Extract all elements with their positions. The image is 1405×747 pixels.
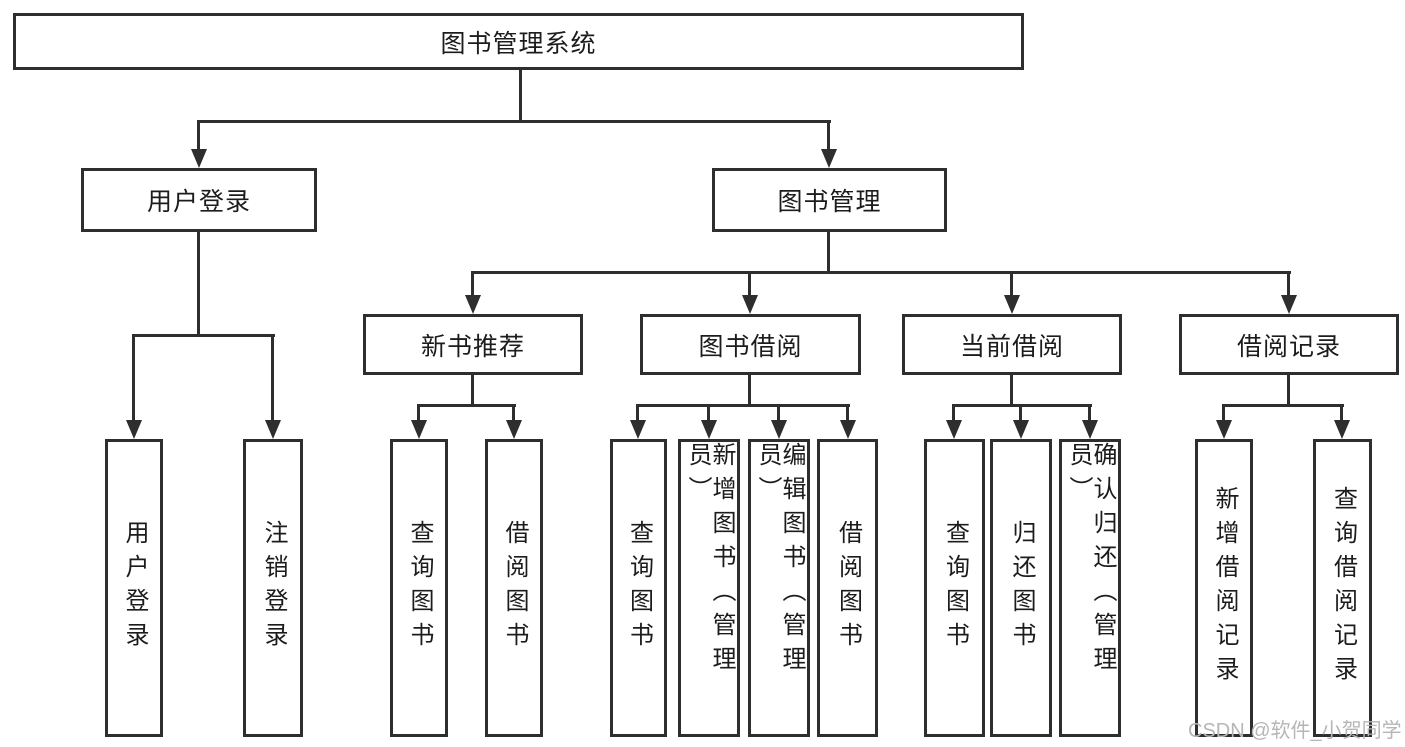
connector-line [846,404,849,422]
node-label: 新增借阅记录 [1211,486,1238,690]
arrowhead-down-icon [506,420,522,439]
leaf-confirm-return-admin: 确认归还（管理员） [1059,439,1121,737]
connector-line [777,404,780,422]
node-label: 新书推荐 [420,332,525,361]
node-label: 借阅图书 [834,520,862,656]
node-label: 图书管理系统 [440,29,597,58]
node-label: 借阅图书 [501,520,528,656]
connector-line [1222,404,1344,407]
connector-line [197,120,200,152]
node-borrowing-records: 借阅记录 [1179,314,1399,375]
node-current-borrowing: 当前借阅 [902,314,1122,375]
leaf-return-books: 归还图书 [990,439,1052,737]
connector-line [952,404,1092,407]
node-book-management: 图书管理 [712,168,947,232]
node-label: 用户登录 [146,188,251,216]
node-label: 查询图书 [406,520,433,656]
connector-line [1010,375,1013,406]
connector-line [748,375,751,406]
arrowhead-down-icon [630,420,646,439]
connector-line [197,232,200,336]
arrowhead-down-icon [1281,295,1297,314]
connector-line [1088,404,1091,422]
arrowhead-down-icon [821,149,837,168]
connector-line [417,404,516,407]
connector-line [512,404,515,422]
arrowhead-down-icon [771,420,787,439]
leaf-logout: 注销登录 [243,439,303,737]
connector-line [132,334,135,422]
connector-line [827,232,830,273]
arrowhead-down-icon [1334,420,1350,439]
arrowhead-down-icon [465,295,481,314]
leaf-borrow-books: 借阅图书 [817,439,878,737]
arrowhead-down-icon [701,420,717,439]
arrowhead-down-icon [742,295,758,314]
connector-line [417,404,420,422]
node-label: 图书借阅 [698,332,803,361]
watermark: CSDN @软件_小贺同学 [1188,720,1402,742]
node-new-book-recommendation: 新书推荐 [363,314,583,375]
node-label: 归还图书 [1008,520,1035,656]
arrowhead-down-icon [1004,295,1020,314]
connector-line [1019,404,1022,422]
connector-line [1222,404,1225,422]
node-label: 查询图书 [941,520,969,656]
leaf-add-book-admin: 新增图书（管理员） [678,439,740,737]
node-label: 新增图书（管理员） [684,442,735,680]
arrowhead-down-icon [1013,420,1029,439]
connector-line [1010,271,1013,297]
arrowhead-down-icon [126,420,142,439]
leaf-user-login: 用户登录 [105,439,163,737]
arrowhead-down-icon [1082,420,1098,439]
connector-line [1287,271,1290,297]
connector-line [636,404,850,407]
connector-line [471,375,474,406]
arrowhead-down-icon [411,420,427,439]
node-label: 编辑图书（管理员） [754,442,805,680]
node-label: 确认归还（管理员） [1065,442,1116,680]
connector-line [827,120,830,152]
node-library-management-system: 图书管理系统 [13,13,1024,70]
leaf-borrow-books: 借阅图书 [485,439,543,737]
leaf-query-books: 查询图书 [924,439,985,737]
node-label: 用户登录 [121,520,148,656]
node-label: 图书管理 [777,188,882,216]
leaf-query-books: 查询图书 [390,439,448,737]
arrowhead-down-icon [191,149,207,168]
connector-line [1287,375,1290,406]
node-label: 注销登录 [260,520,287,656]
leaf-query-books: 查询图书 [610,439,667,737]
connector-line [636,404,639,422]
leaf-edit-book-admin: 编辑图书（管理员） [748,439,810,737]
connector-line [197,120,831,123]
node-label: 查询图书 [625,520,653,656]
connector-line [748,271,751,297]
node-user-login: 用户登录 [81,168,317,232]
node-label: 查询借阅记录 [1329,486,1357,690]
node-label: 借阅记录 [1236,332,1341,361]
arrowhead-down-icon [946,420,962,439]
node-label: 当前借阅 [959,332,1064,361]
connector-line [132,334,275,337]
arrowhead-down-icon [265,420,281,439]
node-book-borrowing: 图书借阅 [640,314,861,375]
connector-line [707,404,710,422]
leaf-add-borrow-record: 新增借阅记录 [1195,439,1253,737]
connector-line [1340,404,1343,422]
leaf-query-borrow-record: 查询借阅记录 [1313,439,1372,737]
connector-line [471,271,1291,274]
arrowhead-down-icon [840,420,856,439]
arrowhead-down-icon [1216,420,1232,439]
connector-line [471,271,474,297]
connector-line [271,334,274,422]
connector-line [519,70,522,122]
connector-line [952,404,955,422]
